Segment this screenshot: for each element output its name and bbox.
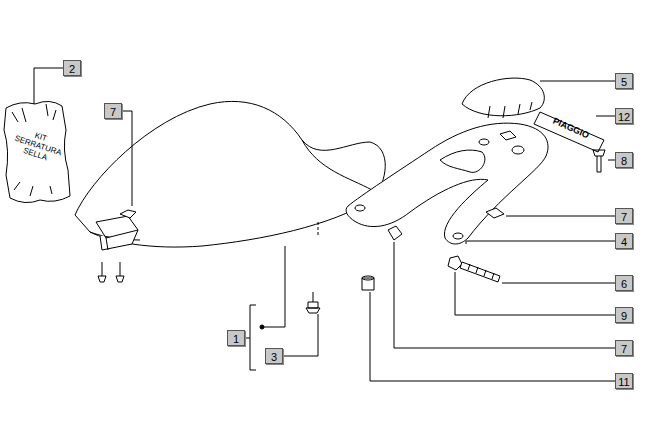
callout-number: 7 (615, 340, 633, 356)
callout-number: 11 (615, 373, 633, 389)
callout-number: 9 (615, 307, 633, 323)
callout-number: 4 (615, 233, 633, 249)
callout-number: 12 (615, 108, 633, 124)
callout-number: 1 (227, 330, 245, 346)
callout-number: 3 (265, 348, 283, 364)
callout-number: 2 (63, 60, 81, 76)
callout-number: 8 (615, 152, 633, 168)
callout-number: 5 (615, 73, 633, 89)
callout-number: 6 (615, 275, 633, 291)
callout-number: 7 (615, 208, 633, 224)
callout-number: 7 (104, 103, 122, 119)
